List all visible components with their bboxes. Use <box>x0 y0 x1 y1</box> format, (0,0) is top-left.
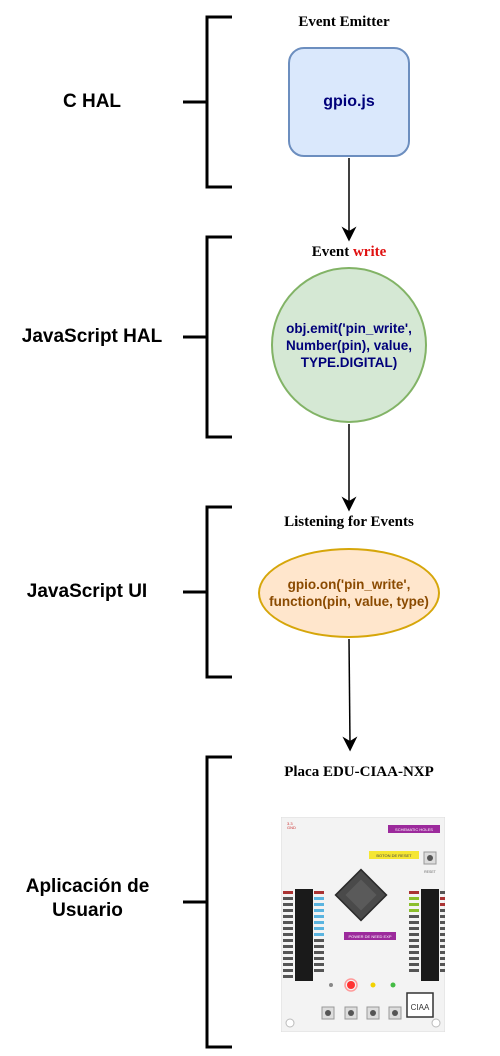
layer-label-app-line1: Aplicación de <box>25 876 150 897</box>
board-header-right <box>421 889 439 981</box>
layer-label-app-line2: Usuario <box>52 900 123 921</box>
svg-text:SCHEMATIC HOLES: SCHEMATIC HOLES <box>395 827 433 832</box>
layer-label-app: Aplicación de Usuario <box>10 875 165 923</box>
layer-label-js-hal: JavaScript HAL <box>21 326 163 347</box>
board-image: 3.3 GND SCHEMATIC HOLES BOTON DE RESET R… <box>281 817 445 1032</box>
node-emit-line2: Number(pin), value, <box>285 337 412 353</box>
node-gpio-js: gpio.js <box>288 47 410 157</box>
board-header-left <box>295 889 313 981</box>
title-event-word: write <box>352 244 387 260</box>
board-ciaa-logo: CIAA <box>406 992 434 1018</box>
svg-text:RESET: RESET <box>424 870 437 874</box>
node-listener-line2: function(pin, value, type) <box>269 594 429 609</box>
node-gpio-js-label: gpio.js <box>323 93 375 110</box>
bracket-c-hal <box>183 15 232 189</box>
node-emit-line1: obj.emit('pin_write', <box>286 320 412 336</box>
board-tag-reset: BOTON DE RESET <box>369 851 419 859</box>
svg-text:3.3: 3.3 <box>287 821 293 826</box>
board-reset-button: RESET <box>423 851 437 874</box>
svg-text:CIAA: CIAA <box>411 1003 430 1012</box>
board-tag-schematic: SCHEMATIC HOLES <box>388 825 440 833</box>
board-chip <box>334 868 388 922</box>
layer-label-js-ui: JavaScript UI <box>26 581 148 602</box>
node-listener: gpio.on('pin_write', function(pin, value… <box>258 548 440 638</box>
title-event-emitter: Event Emitter <box>298 14 390 30</box>
title-listening: Listening for Events <box>284 514 414 530</box>
board-buttons <box>321 1006 402 1020</box>
board-tag-power: POWER DE NEED EXP <box>344 932 396 940</box>
board-pin-labels <box>283 891 445 978</box>
svg-text:POWER DE NEED EXP: POWER DE NEED EXP <box>348 934 391 939</box>
bracket-js-ui <box>183 505 232 679</box>
node-emit: obj.emit('pin_write', Number(pin), value… <box>271 267 427 423</box>
svg-text:GND: GND <box>287 825 296 830</box>
layer-label-c-hal: C HAL <box>62 91 122 112</box>
arrow-listen-to-board <box>342 638 358 752</box>
title-board: Placa EDU-CIAA-NXP <box>284 764 434 780</box>
bracket-js-hal <box>183 235 232 439</box>
bracket-app <box>183 755 232 1049</box>
board-leds <box>329 978 396 992</box>
node-emit-line3: TYPE.DIGITAL) <box>300 354 398 370</box>
node-listener-line1: gpio.on('pin_write', <box>287 577 411 592</box>
svg-text:BOTON DE RESET: BOTON DE RESET <box>376 853 412 858</box>
title-event-prefix: Event <box>311 244 350 260</box>
title-event-write: Event write <box>270 244 428 261</box>
